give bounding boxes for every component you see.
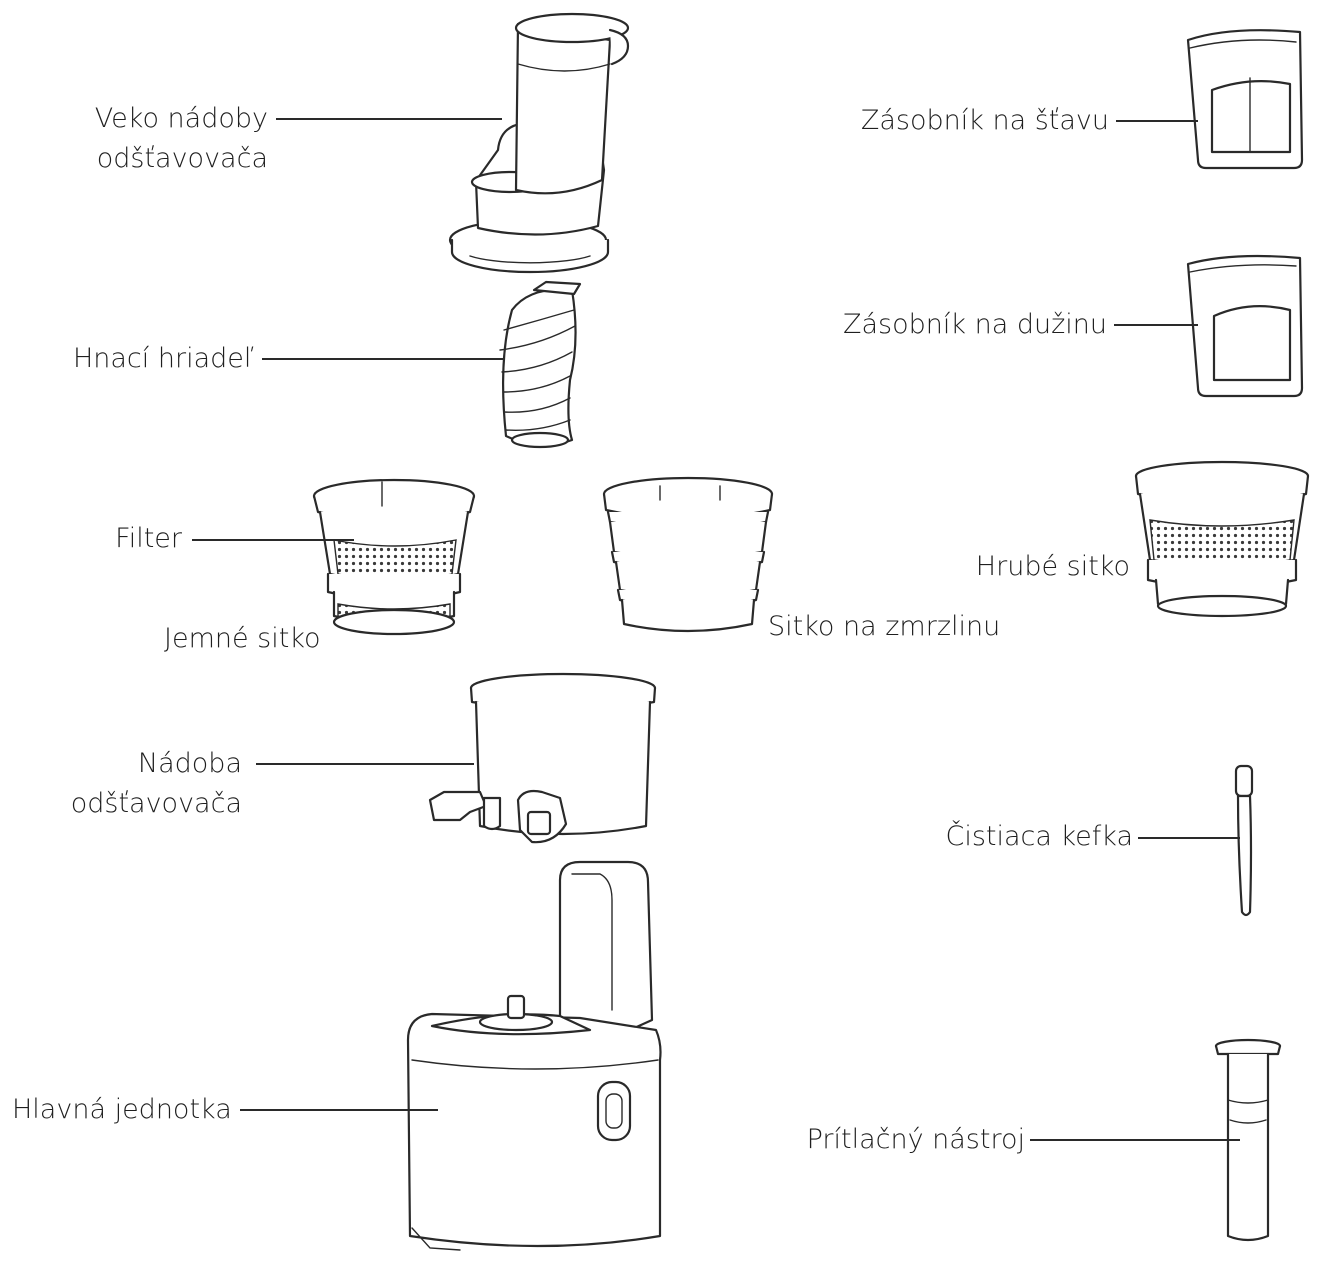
label-ice-cream-strainer: Sitko na zmrzlinu <box>768 611 1001 642</box>
fine-strainer-illustration <box>312 478 476 636</box>
label-pulp-cup: Zásobník na dužinu <box>843 309 1107 340</box>
label-bowl-line2: odšťavovača <box>70 788 242 819</box>
auger-illustration <box>499 280 582 449</box>
label-filter: Filter <box>115 523 182 554</box>
cleaning-brush-illustration <box>1234 764 1254 917</box>
label-pusher: Prítlačný nástroj <box>806 1124 1025 1155</box>
label-bowl-line1: Nádoba <box>137 748 242 779</box>
main-unit-illustration <box>406 860 662 1251</box>
bowl-illustration <box>428 672 657 844</box>
label-lid-line2: odšťavovača <box>96 143 268 174</box>
coarse-strainer-illustration <box>1134 460 1310 618</box>
pusher-illustration <box>1214 1038 1282 1242</box>
label-coarse-strainer: Hrubé sitko <box>975 551 1130 582</box>
label-auger: Hnací hriadeľ <box>72 343 254 374</box>
juice-cup-illustration <box>1186 29 1304 170</box>
pulp-cup-illustration <box>1186 254 1304 398</box>
label-lid-line1: Veko nádoby <box>94 103 268 134</box>
label-main-unit: Hlavná jednotka <box>12 1094 232 1125</box>
ice-cream-strainer-illustration <box>602 476 774 633</box>
label-fine-strainer: Jemné sitko <box>164 623 321 654</box>
leader-lines <box>192 118 1240 1141</box>
label-juice-cup: Zásobník na šťavu <box>860 105 1109 136</box>
lid-illustration <box>448 12 630 274</box>
label-brush: Čistiaca kefka <box>945 821 1133 852</box>
